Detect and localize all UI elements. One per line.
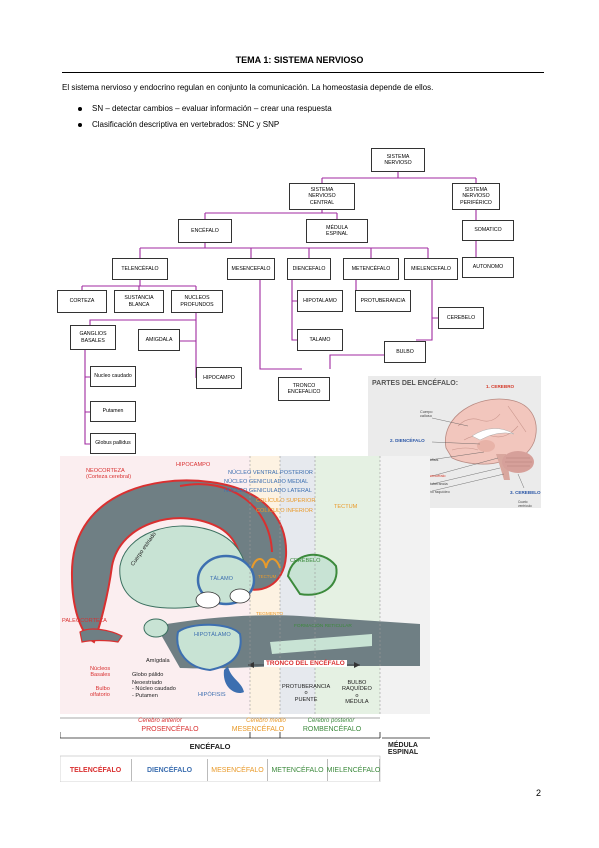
node-somatico: SOMATICO	[462, 220, 514, 241]
node-globus-pallidus: Globus pallidus	[90, 433, 136, 454]
label-talamo: TÁLAMO	[210, 576, 234, 582]
node-mielencefalo: MIELENCEFALO	[404, 258, 458, 280]
node-encefalo: ENCÉFALO	[178, 219, 232, 243]
label-tectum: TECTUM	[334, 504, 358, 510]
label-cerebro: 1. CEREBRO	[486, 384, 515, 389]
label-tronco-del-encefalo: TRONCO DEL ENCÉFALO	[264, 660, 347, 668]
label-mesencefalo-region: MESENCÉFALO	[231, 726, 285, 733]
node-sistema-nervioso: SISTEMA NERVIOSO	[371, 148, 425, 172]
label-bulbo-olfatorio: Bulbo olfatorio	[90, 686, 110, 699]
label-hipocampo: HIPOCAMPO	[176, 462, 211, 468]
label-nucleo-geniculado-medial: NÚCLEO GENICULADO MEDIAL	[224, 479, 309, 485]
node-sustancia-blanca: SUSTANCIA BLANCA	[114, 290, 164, 313]
bullet-list: SN – detectar cambios – evaluar informac…	[78, 104, 332, 136]
label-globo-palido: Globo pálido	[132, 672, 164, 678]
label-cuerpo-calloso: Cuerpo calloso	[420, 410, 433, 418]
band-mesencefalo: MESENCÉFALO	[208, 759, 268, 781]
label-hipofisis: Hipófisis	[424, 458, 439, 462]
node-corteza: CORTEZA	[57, 290, 107, 313]
label-amigdala: Amígdala	[146, 658, 170, 664]
bullet-item: Clasificación descriptiva en vertebrados…	[78, 120, 332, 136]
node-tronco-encefalico: TRONCO ENCEFALICO	[278, 377, 330, 401]
label-medula-espinal: MÉDULA ESPINAL	[387, 742, 419, 756]
label-prosencefalo: PROSENCÉFALO	[141, 726, 199, 733]
label-tectum-inner: TECTUM	[258, 574, 277, 579]
node-talamo: TALAMO	[297, 329, 343, 351]
node-hipotalamo: HIPOTALAMO	[297, 290, 343, 312]
node-autonomo: AUTONOMO	[462, 257, 514, 278]
brain-sagittal-illustration	[422, 398, 537, 492]
label-protuberancia: PROTUBERANCIA o PUENTE	[282, 684, 331, 703]
node-metencefalo: METENCÉFALO	[343, 258, 399, 280]
brain-division-illustration	[60, 456, 430, 782]
label-nucleos-basales: Núcleos Basales	[90, 666, 111, 679]
node-snp: SISTEMA NERVIOSO PERIFÉRICO	[452, 183, 500, 210]
label-tegmento: TEGMENTO	[256, 612, 284, 617]
node-snc: SISTEMA NERVIOSO CENTRAL	[289, 183, 355, 210]
intro-paragraph: El sistema nervioso y endocrino regulan …	[62, 83, 434, 92]
band-mielencefalo: MIELENCÉFALO	[327, 759, 380, 781]
page-title: TEMA 1: SISTEMA NERVIOSO	[235, 55, 364, 65]
label-cuarto-ventriculo: Cuarto ventrículo	[518, 500, 532, 508]
label-hipotalamo: HIPOTÁLAMO	[194, 632, 231, 638]
node-amigdala: AMIGDALA	[138, 329, 180, 351]
label-paleocorteza: PALEOCORTEZA	[62, 618, 107, 624]
band-metencefalo: METENCÉFALO	[268, 759, 328, 781]
band-diencefalo: DIENCÉFALO	[132, 759, 208, 781]
node-protuberancia: PROTUBERANCIA	[355, 290, 411, 312]
label-diencefalo: 2. DIENCÉFALO	[390, 438, 425, 443]
node-ganglios-basales: GANGLIOS BASALES	[70, 325, 116, 350]
label-protuberancia: Protuberancia	[424, 482, 448, 486]
node-nucleo-caudado: Nucleo caudado	[90, 366, 136, 387]
brain-panel-title: PARTES DEL ENCÉFALO:	[372, 380, 459, 387]
node-hipocampo: HIPOCAMPO	[196, 367, 242, 389]
node-cerebelo: CEREBELO	[438, 307, 484, 329]
brain-division-diagram: NEOCORTEZA (Corteza cerebral) HIPOCAMPO …	[60, 456, 430, 782]
label-hipofisis: HIPÓFISIS	[198, 692, 226, 698]
label-nucleo-ventral-posterior: NÚCLEO VENTRAL POSTERIOR	[228, 470, 313, 476]
label-rombencefalo: ROMBENCÉFALO	[302, 726, 362, 733]
node-diencefalo: DIENCEFALO	[287, 258, 331, 280]
node-mesencefalo: MESENCEFALO	[227, 258, 275, 280]
label-nucleo-geniculado-lateral: NÚCLEO GENICULADO LATERAL	[224, 488, 312, 494]
label-coliculo-superior: COLÍCULO SUPERIOR	[256, 498, 316, 504]
page-number: 2	[536, 788, 542, 798]
node-putamen: Putamen	[90, 401, 136, 422]
label-coliculo-inferior: COLÍCULO INFERIOR	[256, 508, 313, 514]
label-bulbo-raquideo: BULBO RAQUÍDEO o MÉDULA	[342, 680, 372, 706]
label-neocorteza: NEOCORTEZA (Corteza cerebral)	[86, 468, 132, 481]
title-divider	[62, 72, 544, 73]
label-encefalo: ENCÉFALO	[189, 742, 231, 751]
band-telencefalo: TELENCÉFALO	[60, 759, 132, 781]
node-bulbo: BULBO	[384, 341, 426, 363]
label-cerebro-medio: Cerebro medio	[246, 718, 286, 724]
label-bulbo-raquideo: Bulbo raquídeo	[424, 490, 450, 494]
label-formacion-reticular: FORMACIÓN RETICULAR	[294, 624, 352, 629]
label-cerebro-anterior: Cerebro anterior	[138, 718, 182, 724]
node-medula-espinal: MÉDULA ESPINAL	[306, 219, 368, 243]
node-telencefalo: TELENCÉFALO	[112, 258, 168, 280]
label-mesencefalo: Mesencéfalo	[424, 474, 446, 478]
label-cerebelo: 3. CEREBELO	[510, 490, 541, 495]
label-cerebelo: CEREBELO	[290, 558, 321, 564]
label-cerebro-posterior: Cerebro posterior	[307, 718, 355, 724]
bullet-item: SN – detectar cambios – evaluar informac…	[78, 104, 332, 120]
label-neoestriado: Neoestriado - Núcleo caudado - Putamen	[132, 680, 176, 699]
node-nucleos-profundos: NUCLEOS PROFUNDOS	[171, 290, 223, 313]
